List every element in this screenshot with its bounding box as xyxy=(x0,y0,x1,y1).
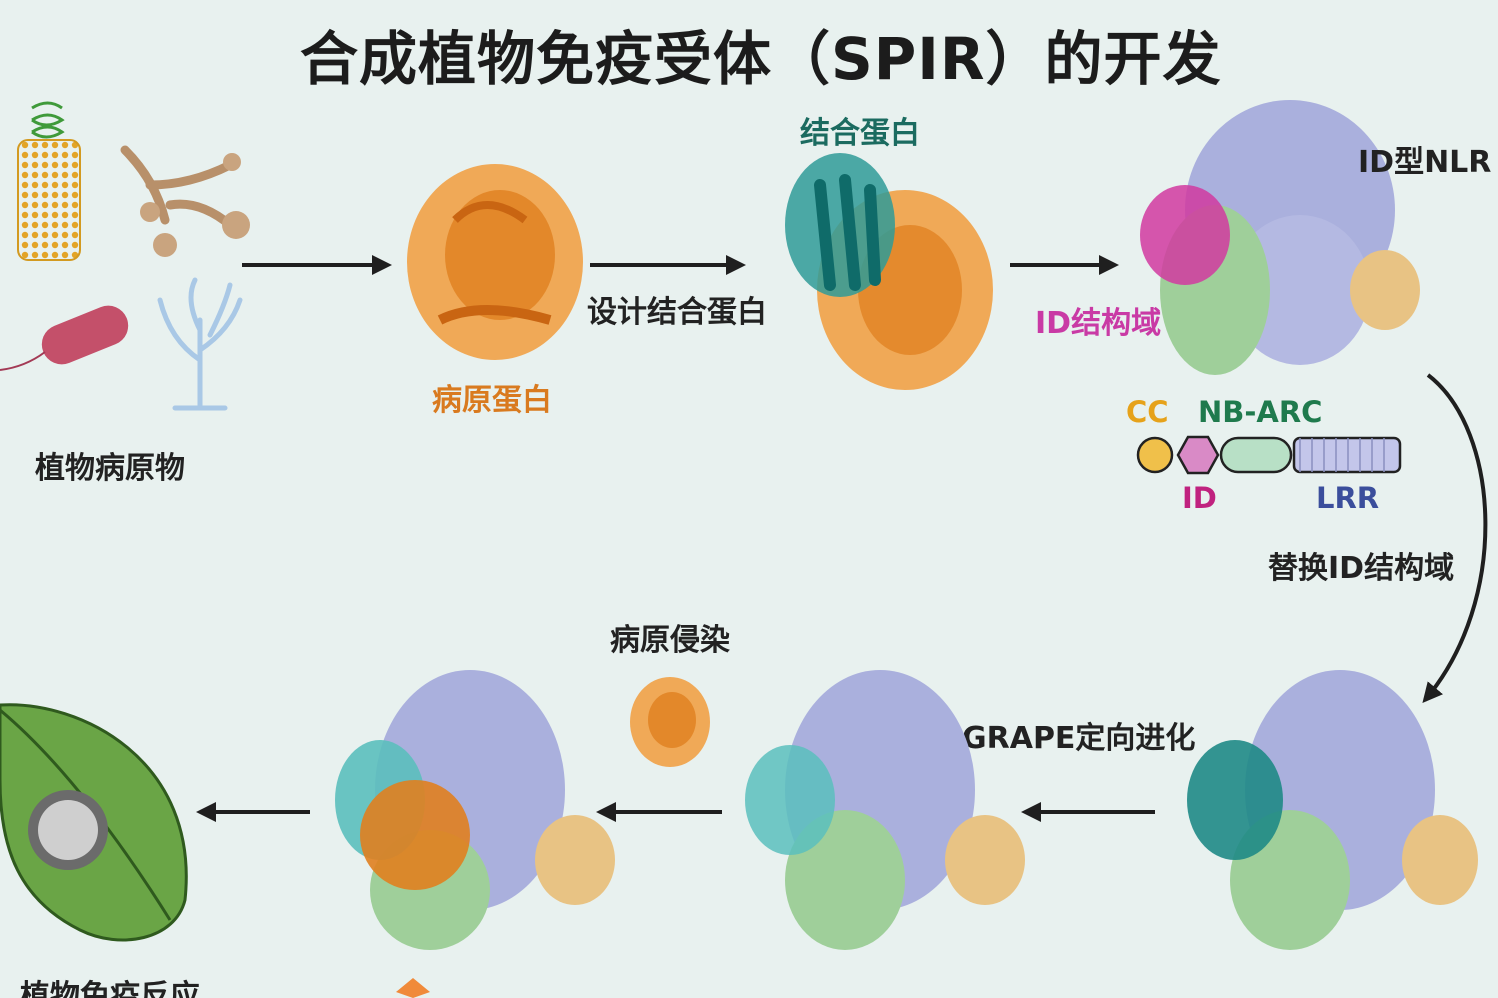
arrow-replace-id xyxy=(1422,373,1488,704)
id-nlr-structure xyxy=(1140,100,1420,375)
nb-arc-label: NB-ARC xyxy=(1198,395,1322,429)
id-domain-shape xyxy=(1176,435,1220,475)
spir-initial-structure xyxy=(1187,670,1478,950)
nlr-domain-schematic xyxy=(1136,435,1402,475)
fungus-icon xyxy=(120,145,250,257)
nb-arc-domain-shape xyxy=(1219,436,1293,474)
replace-id-label: 替换ID结构域 xyxy=(1268,551,1454,586)
small-pathogen-protein xyxy=(630,677,710,767)
spir-evolved-structure xyxy=(745,670,1025,950)
lrr-label: LRR xyxy=(1316,481,1379,515)
pathogen-protein-label: 病原蛋白 xyxy=(432,383,552,418)
pathogen-infection-label: 病原侵染 xyxy=(610,623,730,658)
cc-label: CC xyxy=(1126,395,1169,429)
lrr-domain-shape xyxy=(1292,436,1402,474)
virus-icon xyxy=(17,101,81,261)
bacterium-icon xyxy=(0,305,129,371)
grape-evolution-label: GRAPE定向进化 xyxy=(962,721,1195,756)
plant-pathogens-label: 植物病原物 xyxy=(35,451,185,486)
binding-protein-label: 结合蛋白 xyxy=(800,116,920,151)
id-nlr-label: ID型NLR xyxy=(1358,145,1491,180)
page-title: 合成植物免疫受体（SPIR）的开发 xyxy=(300,25,1222,93)
pathogen-protein-structure xyxy=(407,164,583,360)
leaf-icon xyxy=(0,703,188,942)
cc-domain-shape xyxy=(1136,436,1174,474)
oomycete-icon xyxy=(157,277,243,411)
id-domain-label: ID结构域 xyxy=(1035,306,1161,341)
spir-activated-structure xyxy=(335,670,615,950)
design-binder-label: 设计结合蛋白 xyxy=(587,295,767,330)
binder-complex-structure xyxy=(785,153,993,390)
id-label: ID xyxy=(1182,481,1217,515)
plant-immune-response-label: 植物免疫反应 xyxy=(20,979,200,998)
activation-marker-icon xyxy=(396,978,430,998)
